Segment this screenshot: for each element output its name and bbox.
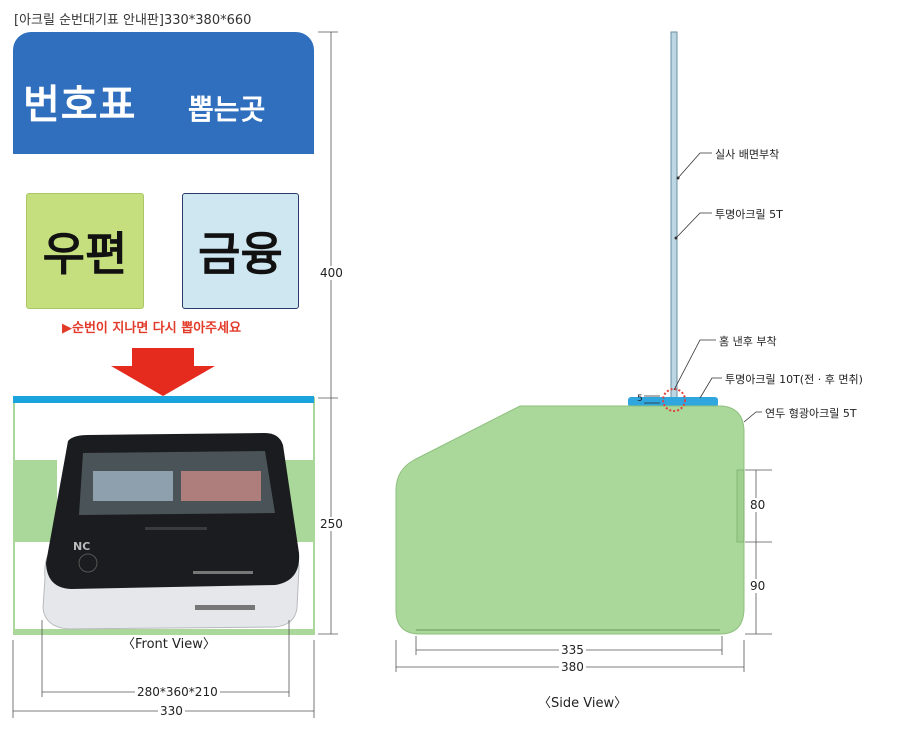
- sign-panel: 번호표 뽑는곳 우편 금융 ▶순번이 지나면 다시 뽑아주세요: [13, 32, 314, 396]
- side-view-caption: 〈Side View〉: [538, 696, 628, 711]
- green-side-tab: [736, 469, 745, 543]
- acrylic-pole: [670, 31, 678, 401]
- dim-250: 250: [320, 517, 343, 531]
- sign-main-text: 번호표: [23, 82, 137, 128]
- annotation-groove: 홈 낸후 부착: [719, 335, 777, 348]
- down-arrow-icon: [111, 348, 215, 396]
- postal-box: 우편: [26, 193, 144, 309]
- svg-text:NC: NC: [73, 540, 90, 553]
- diagram-title: [아크릴 순번대기표 안내판]330*380*660: [14, 13, 252, 28]
- annotation-print-back: 실사 배면부착: [715, 148, 780, 161]
- dim-80: 80: [750, 498, 766, 512]
- groove-highlight-circle: [662, 388, 686, 412]
- dim-380: 380: [559, 660, 586, 674]
- notice-text: ▶순번이 지나면 다시 뽑아주세요: [62, 321, 242, 336]
- annotation-clear-acrylic-10t: 투명아크릴 10T(전 · 후 면취): [725, 373, 863, 386]
- sign-header: 번호표 뽑는곳: [13, 32, 314, 154]
- dim-400: 400: [320, 266, 343, 280]
- acrylic-base-plate: [628, 397, 718, 407]
- finance-box: 금융: [182, 193, 299, 309]
- green-side-left: [15, 460, 57, 542]
- dim-330: 330: [158, 704, 185, 718]
- ticket-machine-image: NC: [14, 433, 313, 633]
- front-view-caption: 〈Front View〉: [122, 637, 216, 652]
- annotation-green-acrylic: 연두 형광아크릴 5T: [765, 407, 857, 420]
- dim-335: 335: [559, 643, 586, 657]
- annotation-clear-acrylic-5t: 투명아크릴 5T: [715, 208, 783, 221]
- sign-sub-text: 뽑는곳: [188, 93, 266, 126]
- green-acrylic-body: [395, 405, 745, 635]
- cyan-band: [13, 396, 314, 403]
- dim-90: 90: [750, 579, 766, 593]
- dim-5: 5: [637, 394, 643, 404]
- dim-machine: 280*360*210: [135, 685, 220, 699]
